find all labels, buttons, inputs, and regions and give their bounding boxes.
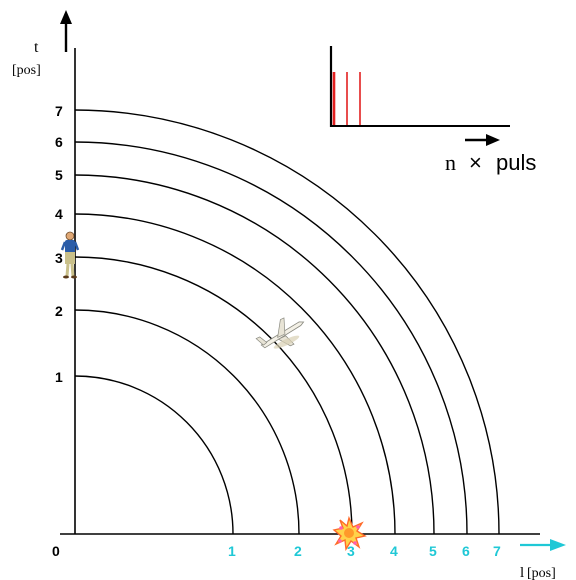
explosion-icon: [332, 515, 367, 552]
x-tick-2: 2: [294, 543, 302, 559]
l-axis-label: l: [520, 565, 524, 580]
t-axis-unit: [pos]: [12, 63, 41, 78]
x-tick-labels: 1 2 3 4 5 6 7: [228, 543, 501, 559]
arc-7: [74, 109, 500, 535]
inset-label-puls: puls: [496, 150, 536, 175]
t-axis-arrowhead: [60, 10, 72, 24]
arc-6: [74, 141, 468, 535]
arc-1: [74, 375, 234, 535]
arc-3: [74, 256, 353, 535]
x-tick-1: 1: [228, 543, 236, 559]
x-tick-7: 7: [493, 543, 501, 559]
y-tick-3: 3: [55, 250, 63, 266]
inset-arrowhead: [486, 134, 500, 146]
x-tick-3: 3: [347, 543, 355, 559]
x-tick-4: 4: [390, 543, 398, 559]
airplane-icon: [255, 317, 305, 349]
t-axis-label: t: [34, 39, 39, 56]
pulse-inset: n × puls: [329, 46, 536, 175]
person-icon: [60, 231, 80, 279]
y-tick-4: 4: [55, 206, 63, 222]
y-tick-5: 5: [55, 167, 63, 183]
inset-label-n: n: [445, 150, 456, 175]
y-tick-labels: 1 2 3 4 5 6 7: [55, 103, 63, 385]
arc-2: [74, 309, 300, 535]
l-axis-unit: [pos]: [527, 566, 556, 580]
y-tick-7: 7: [55, 103, 63, 119]
y-tick-1: 1: [55, 369, 63, 385]
y-tick-6: 6: [55, 134, 63, 150]
l-axis-arrowhead: [550, 539, 566, 551]
inset-label-times: ×: [469, 150, 482, 175]
x-tick-5: 5: [429, 543, 437, 559]
arc-5: [74, 174, 435, 535]
wavefront-arcs: [74, 109, 500, 535]
origin-label: 0: [52, 543, 60, 559]
arc-4: [74, 213, 396, 535]
y-tick-2: 2: [55, 303, 63, 319]
x-tick-6: 6: [462, 543, 470, 559]
